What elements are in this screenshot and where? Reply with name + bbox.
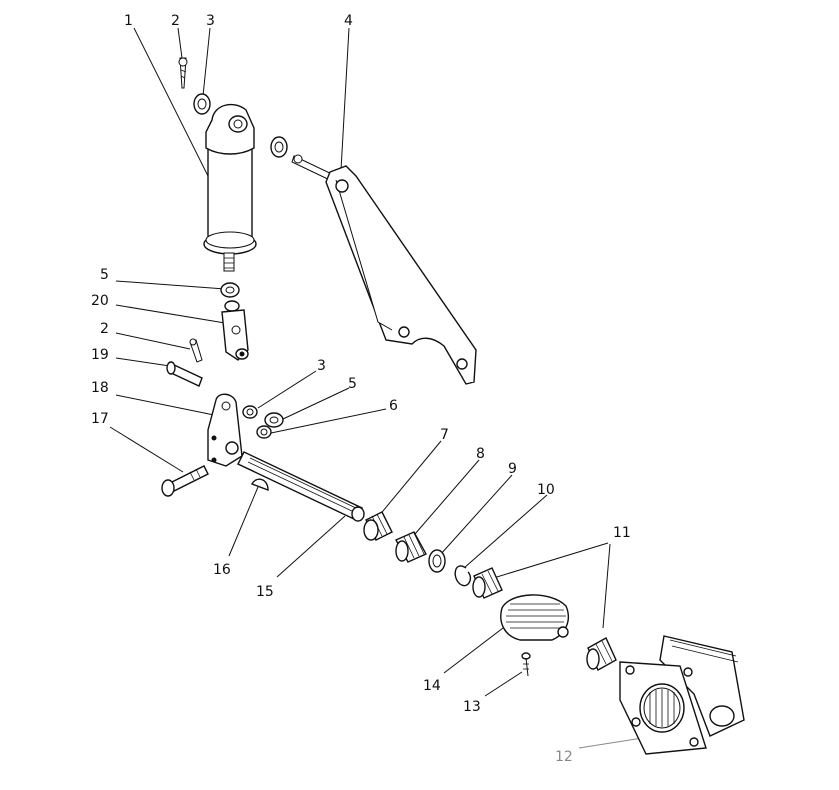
leader-lines [109, 27, 643, 749]
leader-13 [484, 671, 523, 697]
split-pin-part-2 [178, 57, 188, 89]
leader-4 [340, 27, 350, 171]
part-label-19: 19 [91, 347, 109, 363]
housing-part-12 [619, 635, 745, 755]
split-pin-part-2-lower [189, 338, 203, 363]
leader-2b [115, 332, 191, 350]
screw-part-13 [521, 652, 531, 677]
part-label-17: 17 [91, 411, 109, 427]
part-label-4: 4 [344, 13, 353, 29]
part-label-16: 16 [213, 562, 231, 578]
part-label-5-lower: 5 [348, 376, 357, 392]
leader-17 [109, 426, 184, 473]
part-label-12: 12 [555, 749, 573, 765]
shaft-part-15 [237, 451, 365, 522]
leader-18 [115, 394, 215, 416]
bearing-part-7 [363, 511, 393, 541]
washer-part-3-lower [242, 405, 258, 419]
washer-upper-arm [270, 136, 288, 158]
leader-1 [133, 27, 219, 197]
leader-2a [177, 27, 183, 59]
leader-14 [443, 627, 504, 674]
bracket-arm-part-4 [291, 154, 477, 385]
part-label-6: 6 [389, 398, 398, 414]
leader-20 [115, 304, 226, 324]
part-label-8: 8 [476, 446, 485, 462]
leader-5a [115, 280, 226, 290]
nut-part-5 [220, 282, 240, 298]
part-label-18: 18 [91, 380, 109, 396]
part-label-9: 9 [508, 461, 517, 477]
bolt-part-19 [166, 361, 203, 387]
leader-6 [270, 408, 387, 434]
leader-12 [578, 737, 643, 749]
circlip-part-10 [454, 565, 472, 587]
part-label-1: 1 [124, 13, 133, 29]
washer-part-6 [256, 425, 272, 439]
leader-19 [115, 357, 171, 367]
part-label-7: 7 [440, 427, 449, 443]
bolt-part-17 [161, 465, 209, 497]
part-label-20: 20 [91, 293, 109, 309]
cylinder-part-1 [203, 103, 257, 272]
leader-8 [414, 459, 480, 535]
bushing-part-11-upper [472, 567, 503, 599]
cover-part-14 [500, 594, 570, 641]
leader-7 [377, 440, 442, 518]
clevis-part-20 [221, 300, 249, 361]
part-label-15: 15 [256, 584, 274, 600]
key-part-16 [251, 478, 269, 492]
bushing-part-11-lower [586, 637, 617, 671]
nut-part-5-lower [264, 412, 284, 428]
part-label-14: 14 [423, 678, 441, 694]
spring-part-8 [395, 531, 427, 563]
part-label-11: 11 [613, 525, 631, 541]
leader-10 [463, 494, 548, 569]
washer-part-9 [428, 549, 446, 573]
leader-9 [439, 474, 513, 556]
lever-part-18 [207, 393, 243, 467]
part-label-3: 3 [206, 13, 215, 29]
part-label-2: 2 [171, 13, 180, 29]
leader-3b [257, 370, 317, 409]
part-label-13: 13 [463, 699, 481, 715]
leader-15 [276, 515, 346, 578]
leader-3a [202, 27, 211, 97]
washer-part-3 [193, 93, 211, 115]
part-label-2-lower: 2 [100, 321, 109, 337]
leader-11a [486, 542, 609, 581]
leader-11b [602, 543, 611, 629]
part-labels: 1 2 3 4 5 20 2 19 3 5 18 6 17 7 8 9 10 1… [91, 13, 631, 765]
part-label-5: 5 [100, 267, 109, 283]
part-label-10: 10 [537, 482, 555, 498]
leader-16 [228, 486, 259, 557]
part-label-3-lower: 3 [317, 358, 326, 374]
leader-5b [282, 387, 350, 420]
